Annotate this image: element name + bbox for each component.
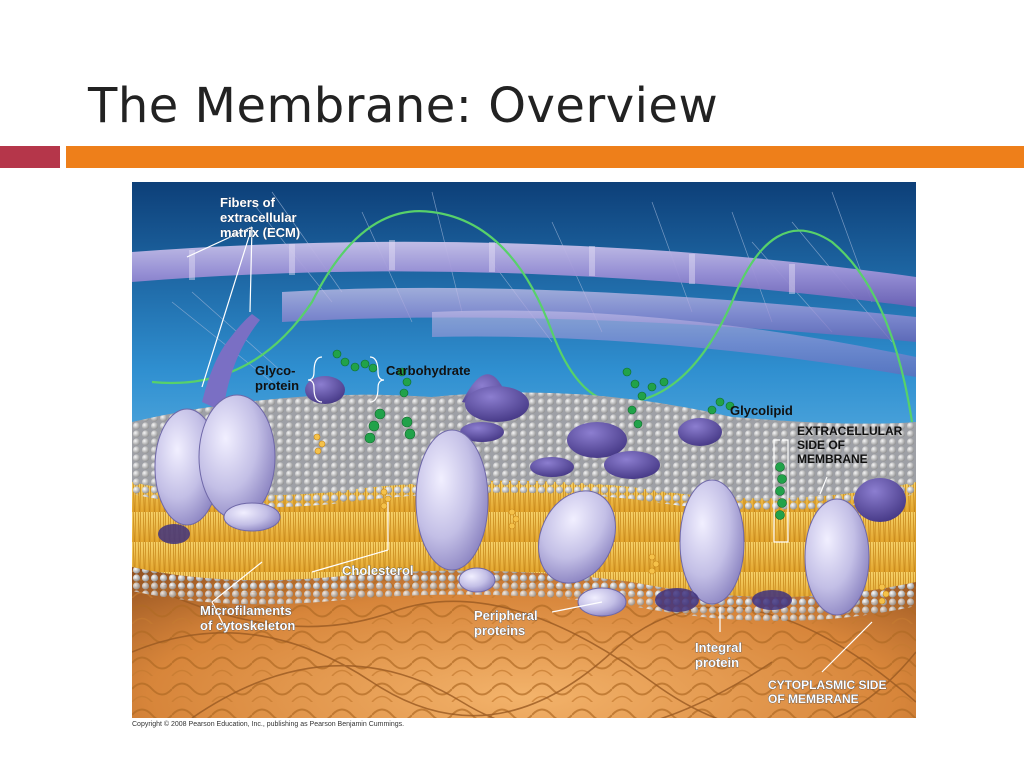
label-ecm: Fibers of extracellular matrix (ECM): [220, 195, 300, 240]
membrane-diagram: Fibers of extracellular matrix (ECM) Gly…: [132, 182, 916, 718]
label-integral-protein: Integral protein: [695, 640, 746, 670]
label-extracellular-side: EXTRACELLULAR SIDE OF MEMBRANE: [797, 424, 906, 466]
slide-title: The Membrane: Overview: [88, 78, 719, 134]
label-carbohydrate: Carbohydrate: [386, 363, 471, 378]
copyright-notice: Copyright © 2008 Pearson Education, Inc.…: [132, 721, 405, 728]
label-cholesterol: Cholesterol: [342, 563, 414, 578]
label-glycolipid: Glycolipid: [730, 403, 793, 418]
label-peripheral-proteins: Peripheral proteins: [474, 608, 541, 638]
accent-bar-red: [0, 146, 60, 168]
label-cytoplasmic-side: CYTOPLASMIC SIDE OF MEMBRANE: [768, 678, 890, 706]
label-microfilaments: Microfilaments of cytoskeleton: [200, 603, 295, 633]
accent-bar-orange: [66, 146, 1024, 168]
label-glycoprotein: Glyco- protein: [255, 363, 299, 393]
